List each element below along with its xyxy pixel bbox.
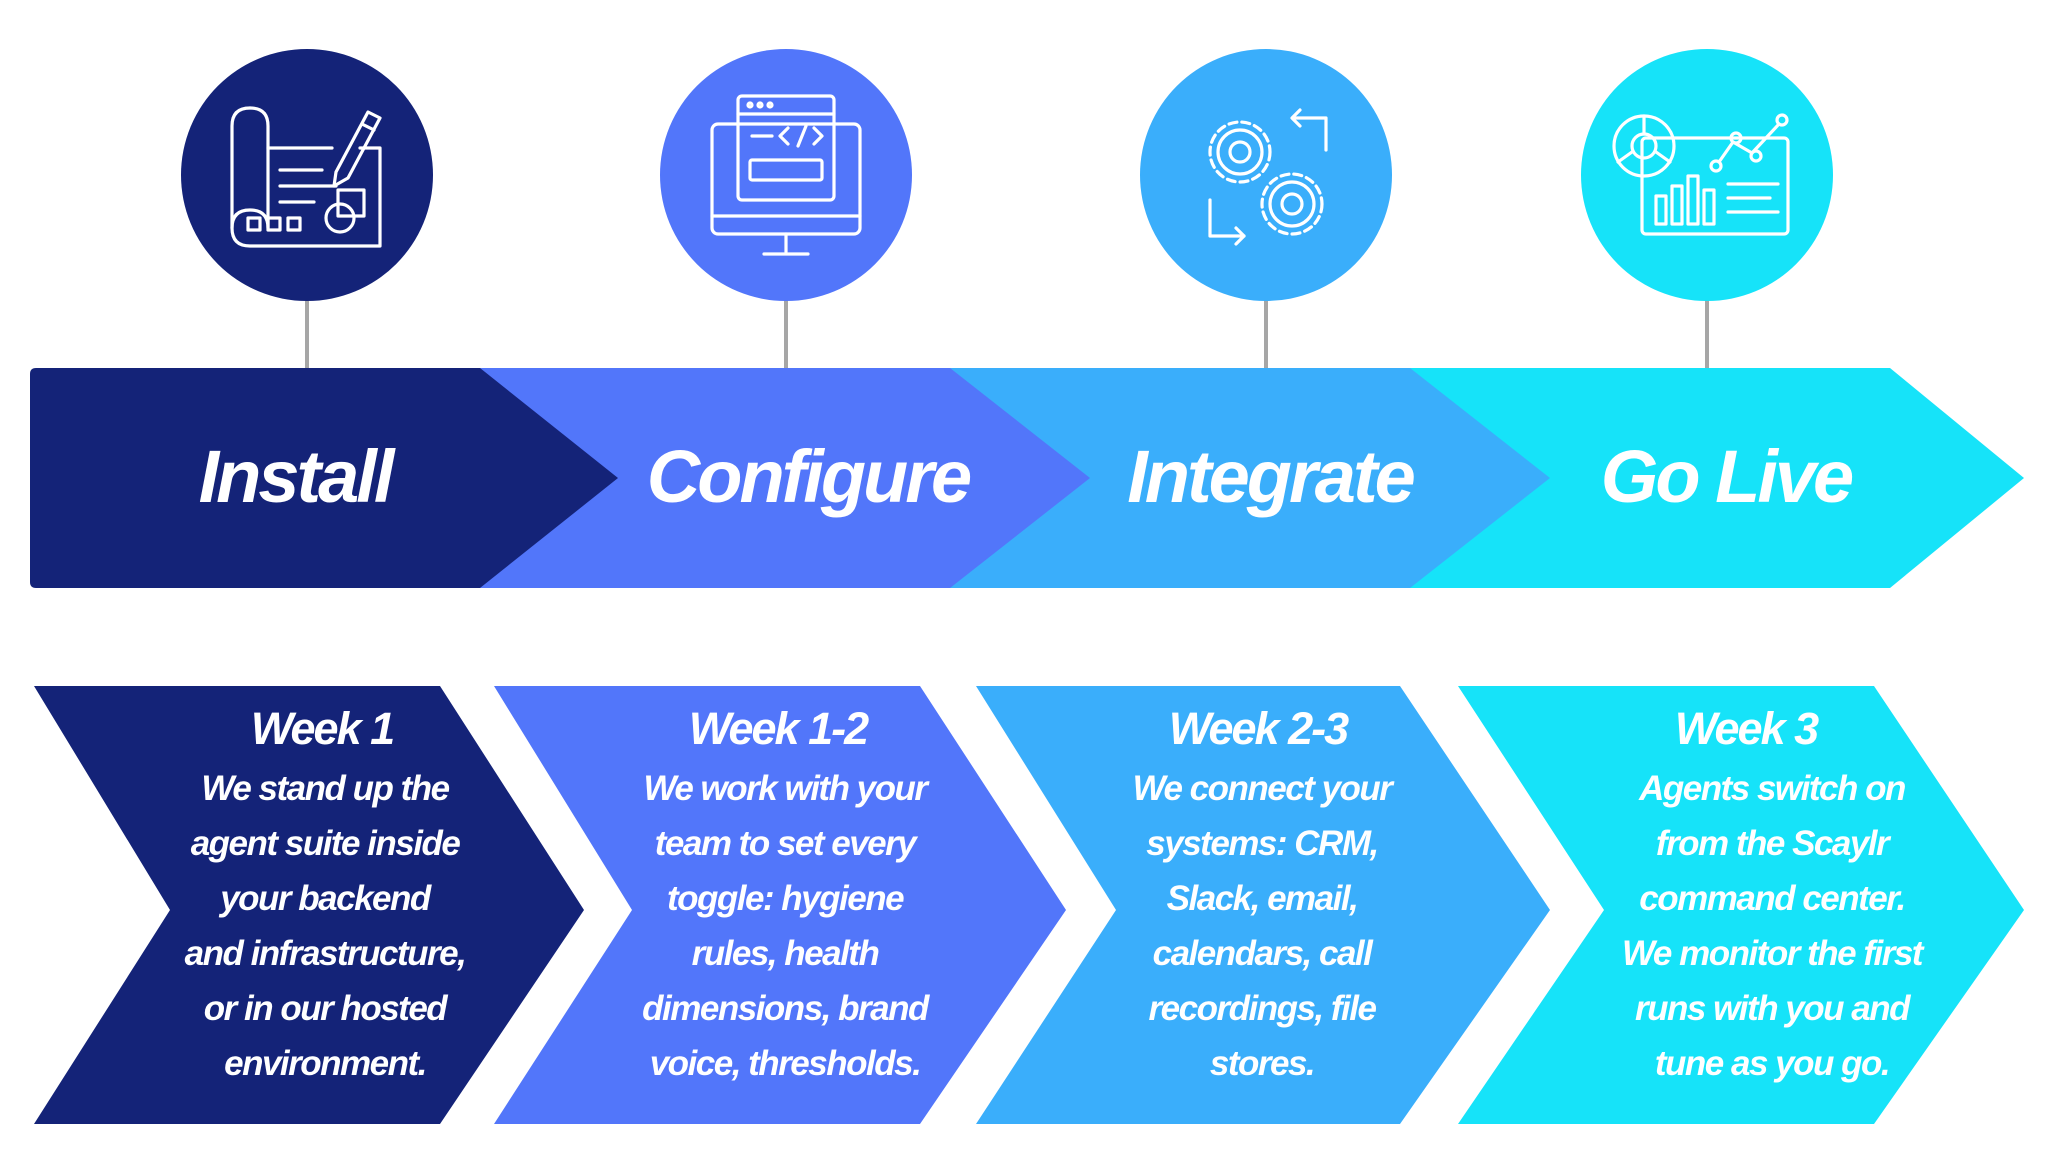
icon-circle-integrate [1140, 49, 1392, 301]
description-line: calendars, call [1153, 934, 1375, 973]
detail-chevron-integrate [976, 686, 1550, 1124]
description-line: environment. [224, 1044, 426, 1083]
description-line: stores. [1210, 1044, 1314, 1083]
stage-title-go-live: Go Live [1601, 435, 1853, 518]
description-line: runs with you and [1635, 989, 1911, 1028]
description-line: command center. [1639, 879, 1904, 918]
detail-texts: Week 1 We stand up the agent suite insid… [185, 703, 1927, 1083]
icon-circles [181, 49, 1833, 301]
stage-title-integrate: Integrate [1127, 435, 1414, 518]
stage-titles: Install Configure Integrate Go Live [199, 435, 1856, 518]
description-line: recordings, file [1149, 989, 1377, 1028]
description-line: Agents switch on [1638, 769, 1905, 808]
description-line: agent suite inside [191, 824, 461, 863]
description-line: We connect your [1133, 769, 1396, 808]
week-label-install: Week 1 [251, 703, 393, 754]
description-line: dimensions, brand [642, 989, 930, 1028]
description-line: We work with your [643, 769, 930, 808]
description-line: and infrastructure, [185, 934, 466, 973]
stage-title-install: Install [199, 435, 396, 518]
description-line: rules, health [692, 934, 879, 973]
week-label-integrate: Week 2-3 [1169, 703, 1349, 754]
detail-chevrons [34, 686, 2024, 1124]
stage-arrow-install [30, 368, 618, 588]
description-line: We monitor the first [1622, 934, 1925, 973]
detail-chevron-configure [494, 686, 1066, 1124]
description-line: tune as you go. [1655, 1044, 1889, 1083]
stage-title-configure: Configure [647, 435, 971, 518]
description-line: your backend [218, 879, 432, 918]
icon-circle-install [181, 49, 433, 301]
analytics-dashboard-icon [1612, 113, 1790, 236]
icon-circle-go-live [1581, 49, 1833, 301]
stage-arrow-configure [470, 368, 1090, 588]
week-label-configure: Week 1-2 [689, 703, 869, 754]
detail-chevron-install [34, 686, 584, 1124]
icon-circle-configure [660, 49, 912, 301]
description-line: voice, thresholds. [650, 1044, 921, 1083]
stage-arrow-integrate [940, 368, 1550, 588]
blueprint-pencil-icon [230, 106, 382, 248]
stage-banner [30, 368, 2024, 588]
description-line: from the Scaylr [1656, 824, 1892, 863]
description-line: Slack, email, [1167, 879, 1358, 918]
detail-chevron-go-live [1458, 686, 2024, 1124]
connectors [305, 296, 1709, 368]
monitor-code-icon [710, 94, 862, 256]
description-line: team to set every [655, 824, 919, 863]
description-line: or in our hosted [204, 989, 449, 1028]
description-line: systems: CRM, [1146, 824, 1377, 863]
stage-arrow-go-live [1400, 368, 2024, 588]
description-line: We stand up the [201, 769, 449, 808]
week-label-go-live: Week 3 [1675, 703, 1819, 754]
gears-cycle-icon [1208, 108, 1328, 246]
description-line: toggle: hygiene [667, 879, 904, 918]
